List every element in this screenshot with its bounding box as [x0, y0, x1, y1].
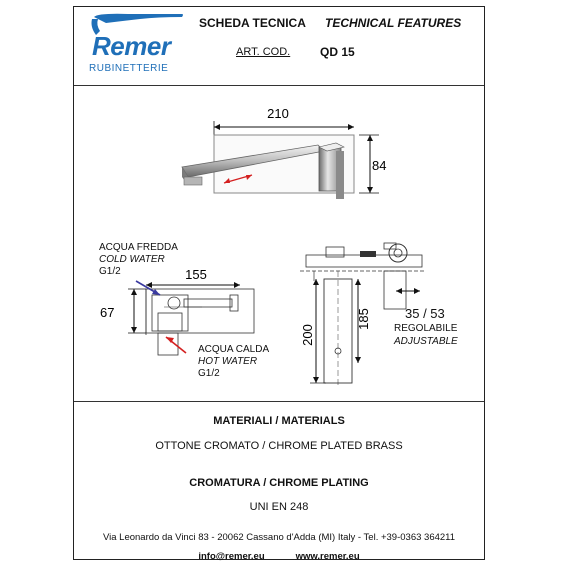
dim-front-200: 200: [300, 324, 315, 346]
front-view-drawing: 200 185: [300, 242, 426, 385]
footer-address: Via Leonardo da Vinci 83 - 20062 Cassano…: [102, 532, 456, 543]
dim-adjust: 35 / 53: [405, 306, 445, 321]
label-hot-en: HOT WATER: [198, 356, 258, 367]
plating-value: UNI EN 248: [249, 501, 309, 513]
header-code: QD 15: [320, 45, 355, 59]
technical-sheet: Remer RUBINETTERIE SCHEDA TECNICA TECHNI…: [73, 6, 485, 562]
footer-email[interactable]: info@remer.eu: [198, 551, 265, 562]
materials-heading: MATERIALI / MATERIALS: [213, 415, 345, 427]
plating-heading: CROMATURA / CHROME PLATING: [189, 477, 369, 489]
footer-web[interactable]: www.remer.eu: [295, 551, 360, 562]
dim-width-top: 210: [267, 106, 289, 121]
label-adj-it: REGOLABILE: [394, 323, 458, 334]
label-adj-en: ADJUSTABLE: [394, 336, 458, 347]
header-technical: TECHNICAL FEATURES: [325, 16, 462, 30]
header-art-label: ART. COD.: [236, 46, 291, 58]
label-cold-en: COLD WATER: [99, 254, 165, 265]
side-view-drawing: 155 67: [100, 267, 255, 356]
label-cold-it: ACQUA FREDDA: [99, 242, 178, 253]
header-scheda: SCHEDA TECNICA: [199, 16, 306, 30]
remer-logo: Remer RUBINETTERIE: [89, 13, 183, 73]
dim-side-height: 67: [100, 305, 114, 320]
divider-bottom: [74, 401, 484, 402]
dim-front-185: 185: [356, 308, 371, 330]
footer-contacts: info@remer.eu www.remer.eu: [74, 546, 484, 564]
technical-drawing: 210 84: [100, 106, 426, 385]
label-hot-it: ACQUA CALDA: [198, 344, 270, 355]
label-hot-size: G1/2: [198, 368, 220, 379]
divider-top: [74, 85, 484, 86]
label-cold-size: G1/2: [99, 266, 121, 277]
brand-subtitle: RUBINETTERIE: [89, 63, 168, 73]
dim-side-width: 155: [185, 267, 207, 282]
mixer-perspective-view: 210 84: [181, 106, 386, 199]
brand-name: Remer: [92, 31, 173, 61]
materials-value: OTTONE CROMATO / CHROME PLATED BRASS: [155, 440, 403, 452]
dim-height-top: 84: [372, 158, 386, 173]
